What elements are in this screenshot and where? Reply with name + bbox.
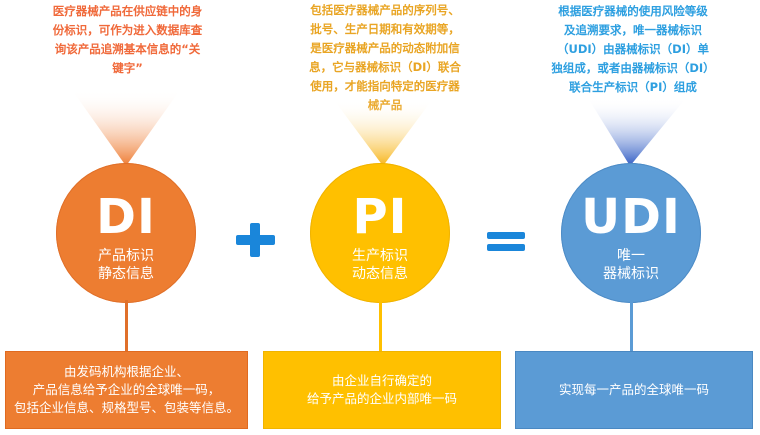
udi-description-line: 根据医疗器械的使用风险等级 xyxy=(558,4,708,18)
pi-description-line: 是医疗器械产品的动态附加信 xyxy=(310,41,460,55)
di-description-line: 键字” xyxy=(112,61,143,75)
di-description-line: 询该产品追溯基本信息的“关 xyxy=(54,42,201,56)
pi-subtitle: 生产标识 动态信息 xyxy=(310,247,450,283)
udi-description: 根据医疗器械的使用风险等级 及追溯要求，唯一器械标识 （UDI）由器械标识（DI… xyxy=(548,2,718,97)
di-detail-box: 由发码机构根据企业、 产品信息给予企业的全球唯一码， 包括企业信息、规格型号、包… xyxy=(5,351,248,429)
pi-pointer-triangle xyxy=(334,100,432,166)
di-description: 医疗器械产品在供应链中的身 份标识，可作为进入数据库查 询该产品追溯基本信息的“… xyxy=(30,2,225,78)
di-box-line: 由发码机构根据企业、 xyxy=(63,364,189,379)
pi-box-line: 由企业自行确定的 xyxy=(331,373,432,388)
di-subtitle-line: 静态信息 xyxy=(98,266,154,282)
pi-description: 包括医疗器械产品的序列号、 批号、生产日期和有效期等， 是医疗器械产品的动态附加… xyxy=(300,1,470,115)
pi-box-line: 给予产品的企业内部唯一码 xyxy=(306,391,457,406)
pi-circle: PI 生产标识 动态信息 xyxy=(310,163,450,303)
plus-icon-vertical xyxy=(250,223,260,257)
udi-description-line: 及追溯要求，唯一器械标识 xyxy=(564,23,702,37)
udi-pointer-triangle xyxy=(588,98,686,166)
pi-subtitle-line: 动态信息 xyxy=(352,266,408,282)
udi-box-line: 实现每一产品的全球唯一码 xyxy=(558,382,709,397)
di-code: DI xyxy=(96,189,156,245)
di-pointer-triangle xyxy=(72,90,180,166)
di-description-line: 份标识，可作为进入数据库查 xyxy=(52,23,203,37)
pi-connector-line xyxy=(379,300,382,352)
udi-circle: UDI 唯一 器械标识 xyxy=(561,163,701,303)
pointer-triangles xyxy=(72,90,686,166)
di-subtitle: 产品标识 静态信息 xyxy=(56,247,196,283)
pi-description-line: 批号、生产日期和有效期等， xyxy=(310,22,460,36)
pi-description-line: 包括医疗器械产品的序列号、 xyxy=(310,3,460,17)
pi-subtitle-line: 生产标识 xyxy=(352,248,408,264)
di-description-line: 医疗器械产品在供应链中的身 xyxy=(52,4,203,18)
udi-description-line: 独组成，或者由器械标识（DI） xyxy=(551,61,715,75)
udi-detail-box: 实现每一产品的全球唯一码 xyxy=(515,351,753,429)
di-circle: DI 产品标识 静态信息 xyxy=(56,163,196,303)
pi-code: PI xyxy=(352,189,408,245)
udi-subtitle: 唯一 器械标识 xyxy=(561,247,701,283)
udi-description-line: （UDI）由器械标识（DI）单 xyxy=(557,42,709,56)
pi-description-line: 息，它与器械标识（DI）联合 xyxy=(309,60,461,74)
udi-description-line: 联合生产标识（PI）组成 xyxy=(569,80,697,94)
di-subtitle-line: 产品标识 xyxy=(98,248,154,264)
equals-icon-top-bar xyxy=(487,232,525,239)
di-connector-line xyxy=(125,300,128,352)
udi-code: UDI xyxy=(581,189,681,245)
udi-subtitle-line: 器械标识 xyxy=(603,266,659,282)
pi-description-line: 使用，才能指向特定的医疗器 xyxy=(310,79,460,93)
di-box-line: 产品信息给予企业的全球唯一码， xyxy=(32,382,221,397)
udi-connector-line xyxy=(630,300,633,352)
equals-icon-bottom-bar xyxy=(487,244,525,251)
pi-detail-box: 由企业自行确定的 给予产品的企业内部唯一码 xyxy=(263,351,501,429)
udi-subtitle-line: 唯一 xyxy=(617,248,645,264)
di-box-line: 包括企业信息、规格型号、包装等信息。 xyxy=(13,400,239,415)
